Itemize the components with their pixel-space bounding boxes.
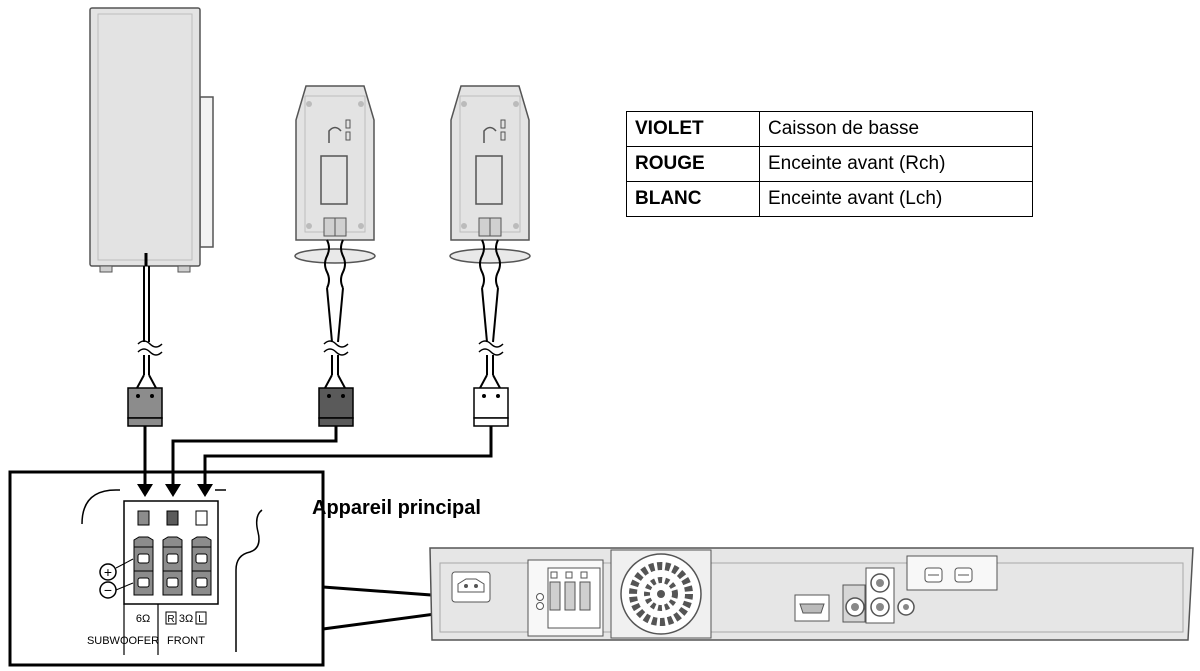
arrowheads: [137, 484, 213, 497]
routing-lines: [143, 426, 493, 484]
front-impedance-label: 3Ω: [179, 613, 193, 625]
right-channel-marker: R: [167, 614, 174, 625]
cooling-fan: [610, 549, 712, 639]
terminal-sub: [133, 536, 154, 596]
front-label: FRONT: [167, 635, 205, 647]
power-inlet: [451, 571, 491, 603]
legend-code-blanc: BLANC: [626, 181, 760, 217]
front-speaker-left: [449, 85, 531, 264]
connector-front-right: [318, 387, 354, 427]
subwoofer-label: SUBWOOFER: [87, 635, 159, 647]
legend-row: VIOLET Caisson de basse: [626, 111, 1033, 147]
left-channel-marker: L: [198, 614, 204, 625]
legend-row: ROUGE Enceinte avant (Rch): [626, 146, 1033, 182]
plus-symbol: +: [104, 564, 112, 580]
optical-ports: [906, 555, 998, 591]
legend-desc-rouge: Enceinte avant (Rch): [759, 146, 1033, 182]
rca-jacks: [845, 567, 915, 624]
subwoofer-speaker: [89, 7, 214, 273]
terminal-panel: + − 6Ω R 3Ω L SUBWOOFER FRONT: [87, 500, 219, 655]
legend-code-violet: VIOLET: [626, 111, 760, 147]
front-speaker-right: [294, 85, 376, 264]
legend-desc-violet: Caisson de basse: [759, 111, 1033, 147]
terminal-front-right: [162, 536, 183, 596]
main-unit-rear: [429, 547, 1194, 641]
main-unit-label: Appareil principal: [312, 497, 481, 519]
sub-impedance-label: 6Ω: [136, 613, 150, 625]
legend-row: BLANC Enceinte avant (Lch): [626, 181, 1033, 217]
speaker-terminal-block: [527, 559, 604, 637]
connector-front-left: [473, 387, 509, 427]
minus-symbol: −: [104, 582, 112, 598]
speaker-cables: [136, 239, 504, 389]
plus-icon: [99, 563, 117, 581]
connector-subwoofer: [127, 387, 163, 427]
hdmi-port: [794, 594, 830, 622]
terminal-front-left: [191, 536, 212, 596]
legend-code-rouge: ROUGE: [626, 146, 760, 182]
color-legend-table: VIOLET Caisson de basse ROUGE Enceinte a…: [626, 111, 1033, 217]
legend-desc-blanc: Enceinte avant (Lch): [759, 181, 1033, 217]
